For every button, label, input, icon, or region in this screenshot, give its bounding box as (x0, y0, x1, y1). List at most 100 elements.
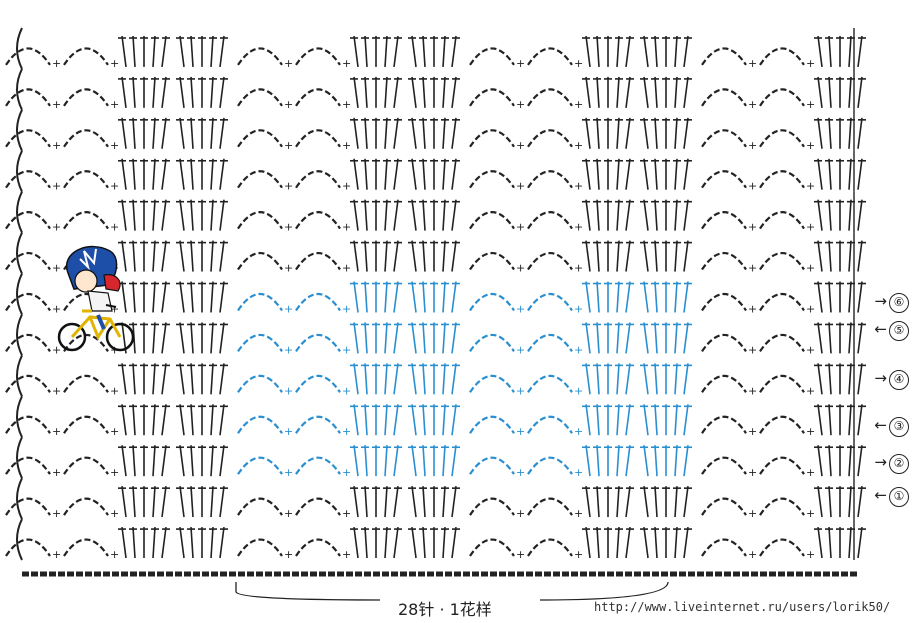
double-crochet-stitch (452, 200, 456, 231)
double-crochet-stitch (684, 486, 688, 517)
single-crochet-mark: + (284, 548, 293, 561)
double-crochet-stitch (626, 118, 630, 149)
double-crochet-stitch (211, 404, 213, 435)
double-crochet-stitch (644, 200, 648, 231)
chain-arch (760, 253, 804, 269)
chain-arch (702, 171, 746, 187)
single-crochet-mark: + (806, 302, 815, 315)
double-crochet-stitch (354, 322, 358, 353)
double-crochet-stitch (818, 36, 822, 67)
double-crochet-stitch (423, 282, 425, 313)
double-crochet-stitch (365, 527, 367, 558)
double-crochet-stitch (385, 159, 387, 190)
double-crochet-stitch (858, 159, 862, 190)
double-crochet-stitch (626, 77, 630, 108)
double-crochet-stitch (153, 527, 155, 558)
single-crochet-mark: + (284, 98, 293, 111)
chain-arch (760, 212, 804, 228)
double-crochet-stitch (162, 322, 166, 353)
double-crochet-stitch (586, 445, 590, 476)
double-crochet-stitch (818, 118, 822, 149)
double-crochet-stitch (354, 118, 358, 149)
double-crochet-stitch (626, 159, 630, 190)
double-crochet-stitch (365, 486, 367, 517)
double-crochet-stitch (849, 200, 851, 231)
double-crochet-stitch (385, 527, 387, 558)
single-crochet-mark: + (806, 343, 815, 356)
single-crochet-mark: + (52, 98, 61, 111)
single-crochet-mark: + (574, 180, 583, 193)
chain-arch (296, 171, 340, 187)
single-crochet-mark: + (52, 180, 61, 193)
double-crochet-stitch (191, 486, 193, 517)
chain-arch (64, 499, 108, 515)
double-crochet-stitch (655, 241, 657, 272)
double-crochet-stitch (354, 445, 358, 476)
double-crochet-stitch (655, 363, 657, 394)
double-crochet-stitch (818, 200, 822, 231)
single-crochet-mark: + (284, 139, 293, 152)
single-crochet-mark: + (342, 180, 351, 193)
single-crochet-mark: + (284, 507, 293, 520)
edge-chain (17, 28, 22, 69)
double-crochet-stitch (354, 404, 358, 435)
double-crochet-stitch (684, 282, 688, 313)
double-crochet-stitch (365, 322, 367, 353)
chain-arch (528, 540, 572, 556)
double-crochet-stitch (452, 241, 456, 272)
double-crochet-stitch (220, 282, 224, 313)
chain-arch (6, 130, 50, 146)
chain-arch (238, 376, 282, 392)
single-crochet-mark: + (52, 466, 61, 479)
double-crochet-stitch (394, 282, 398, 313)
single-crochet-mark: + (284, 425, 293, 438)
single-crochet-mark: + (806, 98, 815, 111)
chain-arch (238, 458, 282, 474)
double-crochet-stitch (849, 77, 851, 108)
double-crochet-stitch (617, 77, 619, 108)
double-crochet-stitch (586, 322, 590, 353)
double-crochet-stitch (191, 159, 193, 190)
single-crochet-mark: + (342, 221, 351, 234)
chain-arch (296, 458, 340, 474)
double-crochet-stitch (394, 118, 398, 149)
row-marker-5: ←⑤ (871, 320, 909, 341)
chain-arch (702, 417, 746, 433)
double-crochet-stitch (211, 118, 213, 149)
edge-chain (17, 110, 22, 151)
double-crochet-stitch (644, 77, 648, 108)
double-crochet-stitch (423, 200, 425, 231)
pattern-repeat-caption: 28针 · 1花样 (392, 596, 498, 620)
single-crochet-mark: + (574, 384, 583, 397)
double-crochet-stitch (423, 322, 425, 353)
chain-arch (470, 130, 514, 146)
double-crochet-stitch (153, 322, 155, 353)
double-crochet-stitch (211, 77, 213, 108)
double-crochet-stitch (133, 404, 135, 435)
double-crochet-stitch (412, 241, 416, 272)
chain-arch (470, 212, 514, 228)
single-crochet-mark: + (516, 262, 525, 275)
double-crochet-stitch (829, 241, 831, 272)
double-crochet-stitch (597, 241, 599, 272)
double-crochet-stitch (412, 363, 416, 394)
double-crochet-stitch (133, 282, 135, 313)
double-crochet-stitch (191, 322, 193, 353)
double-crochet-stitch (829, 118, 831, 149)
row-marker-4: →④ (871, 369, 909, 390)
double-crochet-stitch (586, 282, 590, 313)
double-crochet-stitch (858, 282, 862, 313)
double-crochet-stitch (211, 36, 213, 67)
single-crochet-mark: + (110, 507, 119, 520)
double-crochet-stitch (153, 363, 155, 394)
row-marker-2: →② (871, 453, 909, 474)
double-crochet-stitch (211, 322, 213, 353)
single-crochet-mark: + (806, 262, 815, 275)
double-crochet-stitch (617, 200, 619, 231)
row-number-5: ⑤ (889, 321, 909, 341)
double-crochet-stitch (829, 322, 831, 353)
double-crochet-stitch (684, 322, 688, 353)
double-crochet-stitch (644, 322, 648, 353)
double-crochet-stitch (153, 118, 155, 149)
double-crochet-stitch (655, 159, 657, 190)
